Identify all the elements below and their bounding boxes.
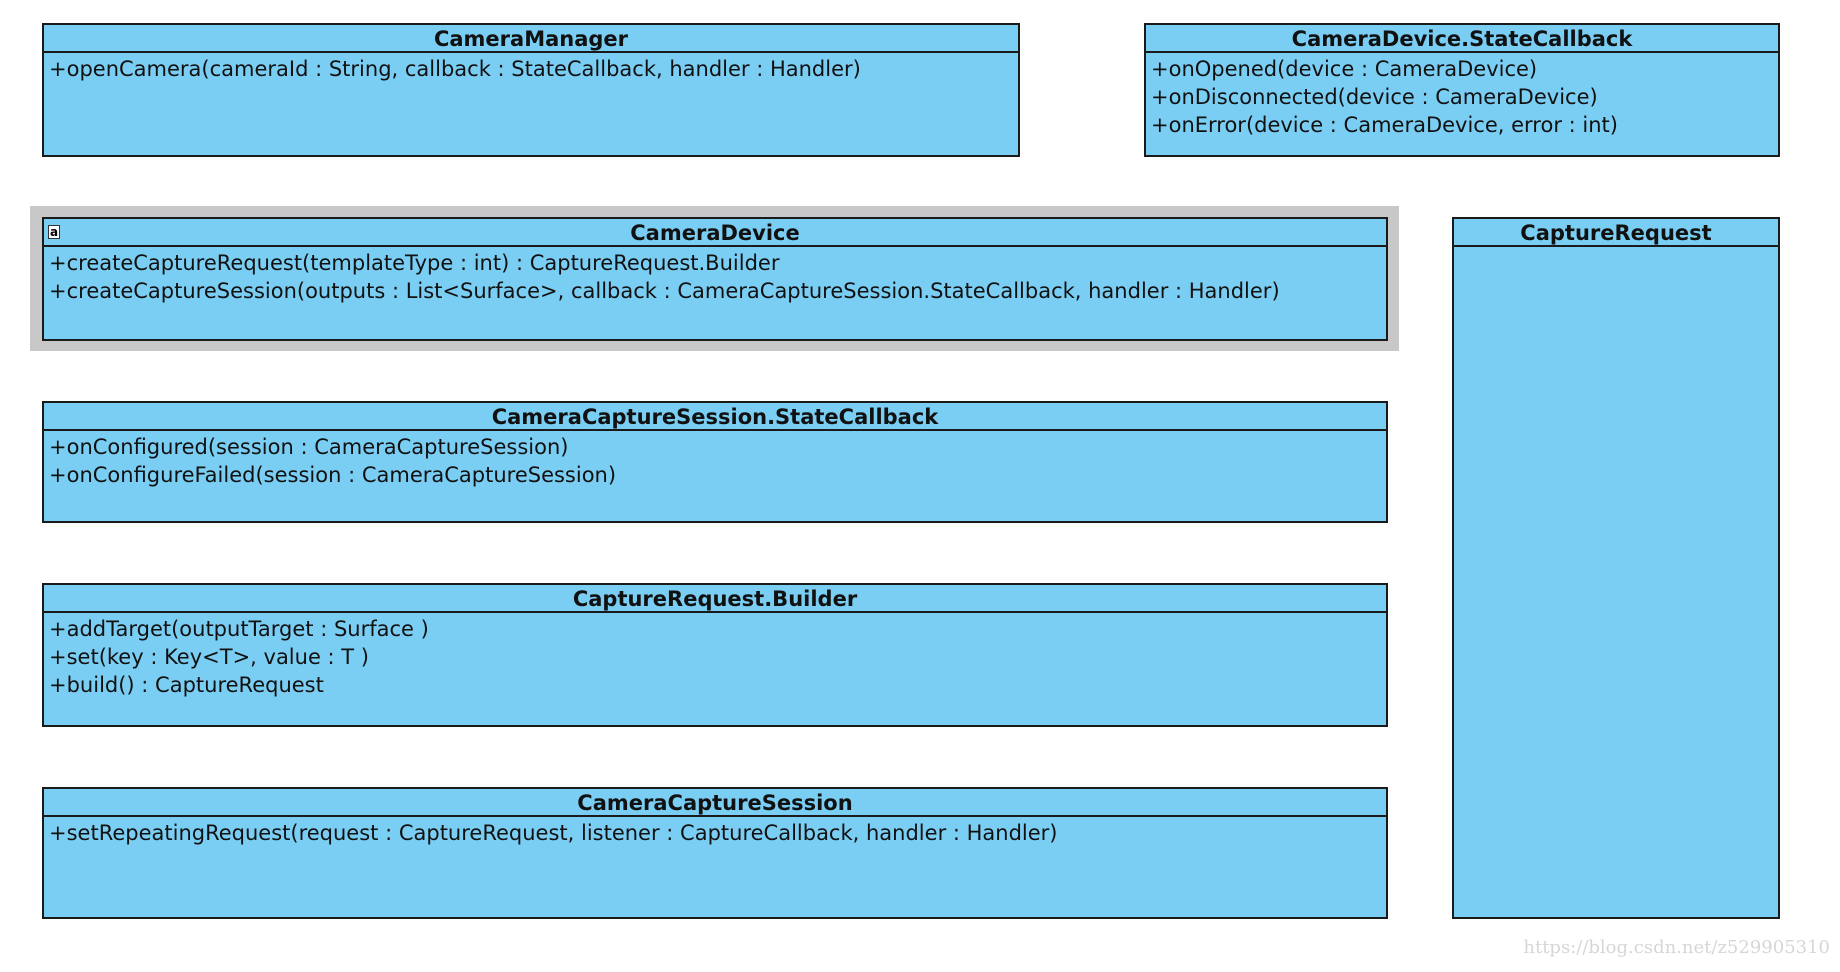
- operations-compartment: +setRepeatingRequest(request : CaptureRe…: [44, 817, 1386, 849]
- operations-compartment: +onConfigured(session : CameraCaptureSes…: [44, 431, 1386, 491]
- operations-compartment: [1454, 247, 1778, 251]
- class-name: CaptureRequest: [1454, 219, 1778, 247]
- class-name: CameraDevice: [630, 221, 800, 245]
- operations-compartment: +onOpened(device : CameraDevice) +onDisc…: [1146, 53, 1778, 141]
- class-name: CameraCaptureSession: [44, 789, 1386, 817]
- abstract-class-icon: a: [48, 225, 60, 239]
- class-camera-capture-session[interactable]: CameraCaptureSession +setRepeatingReques…: [42, 787, 1388, 919]
- class-name: CameraDevice.StateCallback: [1146, 25, 1778, 53]
- operation: +setRepeatingRequest(request : CaptureRe…: [49, 821, 1058, 845]
- operation: +createCaptureRequest(templateType : int…: [49, 251, 780, 275]
- watermark: https://blog.csdn.net/z529905310: [1523, 937, 1830, 958]
- class-name: CaptureRequest.Builder: [44, 585, 1386, 613]
- operation: +openCamera(cameraId : String, callback …: [49, 57, 861, 81]
- operation: +build() : CaptureRequest: [49, 673, 324, 697]
- operation: +createCaptureSession(outputs : List<Sur…: [49, 279, 1280, 303]
- operation: +set(key : Key<T>, value : T ): [49, 645, 369, 669]
- class-name: CameraManager: [44, 25, 1018, 53]
- class-capture-request-builder[interactable]: CaptureRequest.Builder +addTarget(output…: [42, 583, 1388, 727]
- operation: +onConfigureFailed(session : CameraCaptu…: [49, 463, 617, 487]
- class-camera-device-state-callback[interactable]: CameraDevice.StateCallback +onOpened(dev…: [1144, 23, 1780, 157]
- class-camera-capture-session-state-callback[interactable]: CameraCaptureSession.StateCallback +onCo…: [42, 401, 1388, 523]
- operations-compartment: +addTarget(outputTarget : Surface ) +set…: [44, 613, 1386, 701]
- class-name-bar: a CameraDevice: [44, 219, 1386, 247]
- operation: +addTarget(outputTarget : Surface ): [49, 617, 429, 641]
- operation: +onError(device : CameraDevice, error : …: [1151, 113, 1618, 137]
- class-camera-device[interactable]: a CameraDevice +createCaptureRequest(tem…: [42, 217, 1388, 341]
- operations-compartment: +createCaptureRequest(templateType : int…: [44, 247, 1386, 307]
- class-name: CameraCaptureSession.StateCallback: [44, 403, 1386, 431]
- operations-compartment: +openCamera(cameraId : String, callback …: [44, 53, 1018, 85]
- operation: +onConfigured(session : CameraCaptureSes…: [49, 435, 569, 459]
- operation: +onOpened(device : CameraDevice): [1151, 57, 1538, 81]
- class-camera-manager[interactable]: CameraManager +openCamera(cameraId : Str…: [42, 23, 1020, 157]
- class-capture-request[interactable]: CaptureRequest: [1452, 217, 1780, 919]
- operation: +onDisconnected(device : CameraDevice): [1151, 85, 1598, 109]
